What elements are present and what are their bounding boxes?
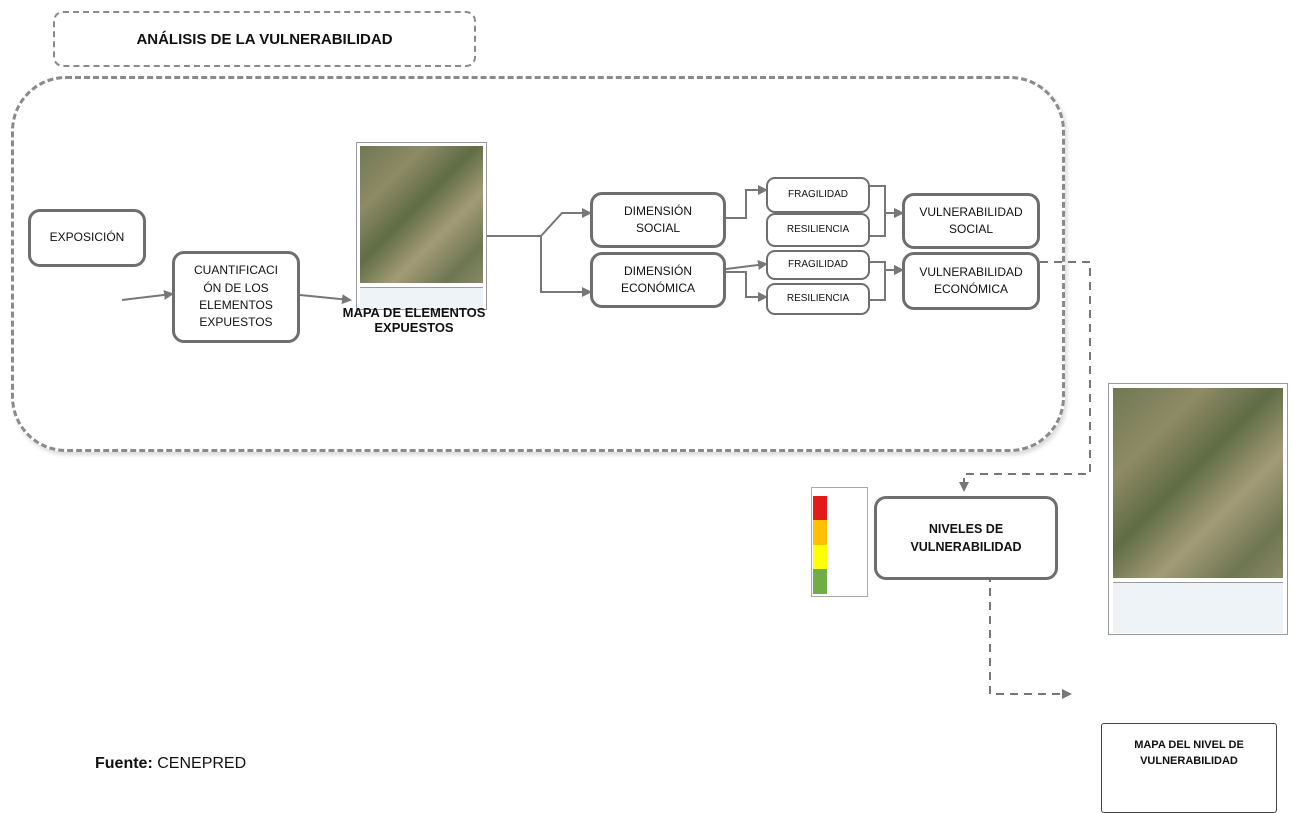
- nivel-vulnerabilidad-map-thumbnail: [1108, 383, 1288, 635]
- resiliencia-social-node: RESILIENCIA: [766, 213, 870, 247]
- dashed-niveles-to-mapa: [989, 560, 1072, 699]
- arrow-to-resiliencia-2: [726, 271, 768, 302]
- arrow-to-cuantificacion: [121, 289, 174, 301]
- mapa-elementos-label: MAPA DE ELEMENTOS EXPUESTOS: [342, 305, 486, 335]
- vulnerabilidad-social-node: VULNERABILIDAD SOCIAL: [902, 193, 1040, 249]
- elementos-expuestos-map-thumbnail: [356, 142, 487, 310]
- fragilidad-economica-node: FRAGILIDAD: [766, 250, 870, 280]
- dimension-social-node: DIMENSIÓN SOCIAL: [590, 192, 726, 248]
- arrow-resiliencia1-to-vs: [870, 208, 904, 237]
- diagram-title: ANÁLISIS DE LA VULNERABILIDAD: [53, 11, 476, 67]
- arrow-to-fragilidad-2: [725, 260, 768, 270]
- arrow-fragilidad1-to-vs: [870, 185, 904, 218]
- vulnerability-legend-table: [811, 487, 868, 597]
- fragilidad-social-node: FRAGILIDAD: [766, 177, 870, 213]
- exposicion-node: EXPOSICIÓN: [28, 209, 146, 267]
- dashed-ve-to-niveles: [959, 261, 1091, 492]
- source-prefix: Fuente:: [95, 755, 153, 772]
- dimension-economica-node: DIMENSIÓN ECONÓMICA: [590, 252, 726, 308]
- arrow-to-fragilidad-1: [726, 185, 768, 219]
- arrow-to-dim-social: [540, 208, 592, 237]
- vulnerabilidad-economica-node: VULNERABILIDAD ECONÓMICA: [902, 252, 1040, 310]
- arrow-resiliencia2-to-ve: [870, 265, 904, 301]
- arrow-to-mapa: [299, 294, 352, 305]
- source-note: Fuente: CENEPRED: [95, 755, 246, 773]
- arrow-to-dim-economica: [540, 236, 592, 297]
- arrow-fragilidad2-to-ve: [870, 261, 904, 275]
- niveles-vulnerabilidad-node: NIVELES DE VULNERABILIDAD: [874, 496, 1058, 580]
- mapa-nivel-vulnerabilidad-node: MAPA DEL NIVEL DE VULNERABILIDAD: [1101, 723, 1277, 813]
- cuantificacion-node: CUANTIFICACI ÓN DE LOS ELEMENTOS EXPUEST…: [172, 251, 300, 343]
- source-text: CENEPRED: [157, 755, 247, 772]
- resiliencia-economica-node: RESILIENCIA: [766, 283, 870, 315]
- analysis-group-frame: [11, 76, 1065, 452]
